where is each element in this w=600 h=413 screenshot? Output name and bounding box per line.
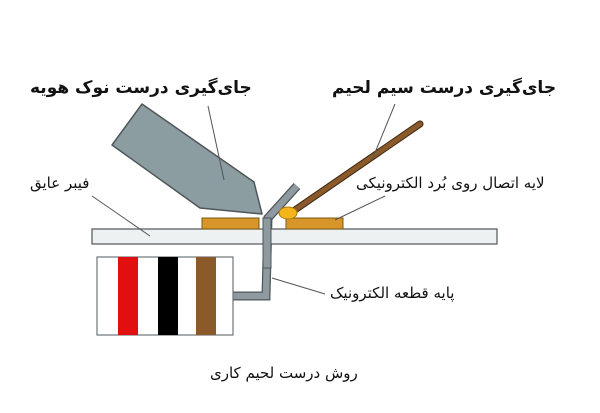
caption: روش درست لحیم کاری — [210, 364, 358, 382]
copper-pad-left — [201, 217, 260, 230]
leader-lead — [271, 277, 326, 295]
resistor-band-red — [118, 257, 138, 335]
soldering-iron-tip — [111, 103, 263, 215]
leader-solder-wire — [371, 103, 396, 161]
resistor-band-brown — [196, 257, 216, 335]
leader-fiber — [91, 195, 151, 237]
copper-pad-right — [285, 217, 344, 230]
label-fiber: فیبر عایق — [30, 174, 90, 192]
solder-wire — [289, 121, 423, 215]
resistor-band-black — [158, 257, 178, 335]
label-iron-tip: جای‌گیری درست نوک هویه — [30, 78, 252, 98]
label-copper-pad: لایه اتصال روی بُرد الکترونیکی — [356, 174, 545, 192]
leader-iron-tip — [207, 105, 225, 181]
label-component-lead: پایه قطعه الکترونیک — [330, 284, 455, 302]
fiber-board — [91, 228, 498, 245]
label-solder-wire: جای‌گیری درست سیم لحیم — [332, 78, 557, 98]
solder-blob — [278, 206, 298, 220]
leader-pad — [334, 195, 386, 221]
lead-through-hole — [262, 217, 272, 269]
